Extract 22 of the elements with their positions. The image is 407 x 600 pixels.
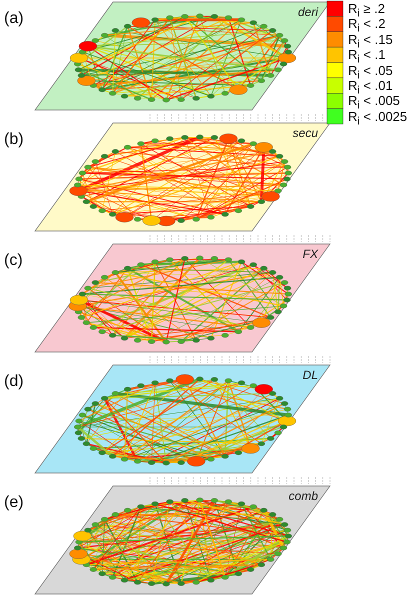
legend-label: R$_{i}$ < .05 xyxy=(348,64,393,82)
legend-label: R$_{i}$ < .15 xyxy=(348,32,393,50)
panel-label: (d) xyxy=(4,373,24,391)
legend-label: R$_{i}$ < .1 xyxy=(348,48,386,66)
layer-plane xyxy=(35,123,330,231)
layer-title: DL xyxy=(302,368,318,382)
legend-label: R$_{i}$ < .01 xyxy=(348,78,393,96)
layer-title: secu xyxy=(292,126,318,140)
legend-label: R$_{i}$ < .0025 xyxy=(348,110,407,128)
panel-label: (a) xyxy=(4,10,24,28)
panel-label: (e) xyxy=(4,494,24,512)
layer-title: comb xyxy=(288,489,318,503)
layer-plane xyxy=(35,244,330,352)
layer-plane xyxy=(35,365,330,473)
layer-plane xyxy=(35,486,330,594)
legend-label: R$_{i}$ < .2 xyxy=(348,17,386,35)
layer-title: FX xyxy=(302,247,318,261)
layer-title: deri xyxy=(298,5,318,19)
panel-label: (b) xyxy=(4,131,24,149)
legend-label: R$_{i}$ < .005 xyxy=(348,94,400,112)
legend-label: R$_{i}$ ≥ .2 xyxy=(348,2,385,20)
panel-label: (c) xyxy=(4,252,23,270)
